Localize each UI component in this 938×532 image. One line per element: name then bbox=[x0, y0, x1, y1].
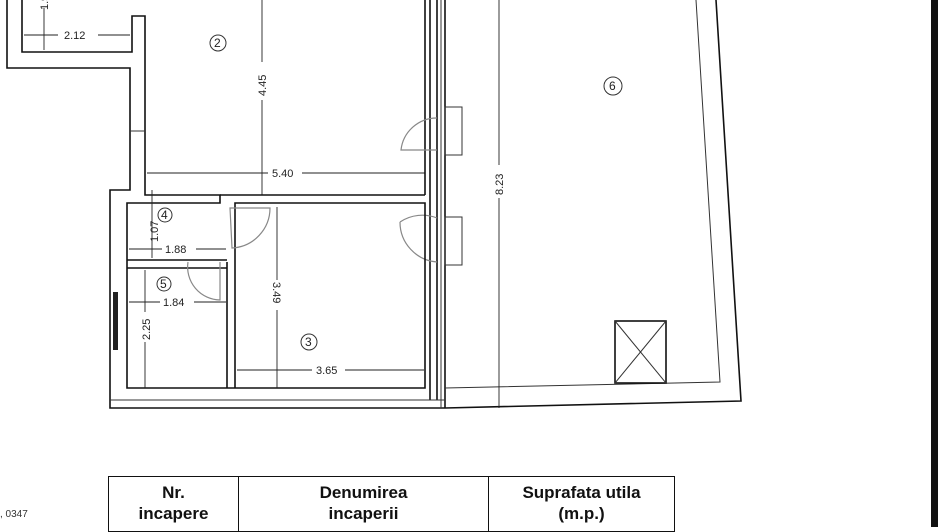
rooms-table: Nr. incapere Denumirea incaperii Suprafa… bbox=[108, 476, 675, 532]
dim-4-45: 4.45 bbox=[257, 75, 269, 96]
header-text: Suprafata utila bbox=[522, 483, 641, 502]
room-6-label: 6 bbox=[609, 79, 616, 93]
screen-edge bbox=[931, 0, 938, 527]
dim-5-40: 5.40 bbox=[272, 168, 293, 180]
pilaster-2 bbox=[444, 216, 463, 266]
header-area: Suprafata utila (m.p.) bbox=[489, 477, 674, 531]
wall-outer-annex bbox=[6, 0, 445, 409]
door-room4-swing[interactable] bbox=[229, 207, 271, 249]
pilaster-1 bbox=[444, 106, 463, 156]
room-5-marker bbox=[156, 276, 172, 292]
room-3-label: 3 bbox=[305, 335, 312, 349]
door-room2-swing[interactable] bbox=[400, 117, 438, 151]
header-text: Denumirea bbox=[319, 483, 408, 502]
wall-rooms-top bbox=[126, 190, 426, 389]
dim-2-25: 2.25 bbox=[141, 319, 153, 340]
header-text: incaperii bbox=[328, 504, 399, 523]
shaft-cross-2 bbox=[614, 320, 667, 384]
side-code: , 0347 bbox=[0, 509, 28, 520]
door-room5-swing[interactable] bbox=[187, 261, 221, 301]
dim-1-9: 1.9 bbox=[39, 0, 51, 10]
dim-8-23: 8.23 bbox=[494, 174, 506, 195]
dim-1-07: 1.07 bbox=[149, 221, 161, 242]
window-left bbox=[113, 292, 118, 350]
header-room-name: Denumirea incaperii bbox=[239, 477, 489, 531]
room-6-marker bbox=[603, 76, 623, 96]
room-4-marker bbox=[157, 207, 173, 223]
shaft-box bbox=[614, 320, 667, 384]
door-room3-swing[interactable] bbox=[399, 214, 438, 263]
dim-3-49: 3.49 bbox=[270, 282, 282, 303]
header-room-number: Nr. incapere bbox=[109, 477, 239, 531]
dim-3-65: 3.65 bbox=[316, 365, 337, 377]
room-6-inner bbox=[444, 0, 721, 389]
wall-inner-annex bbox=[21, 0, 146, 190]
dim-1-88: 1.88 bbox=[165, 244, 186, 256]
room-4-label: 4 bbox=[161, 208, 168, 222]
dim-2-12: 2.12 bbox=[64, 30, 85, 42]
room-3-marker bbox=[300, 333, 318, 351]
header-text: (m.p.) bbox=[558, 504, 605, 523]
dim-1-84: 1.84 bbox=[163, 297, 184, 309]
header-text: incapere bbox=[138, 504, 209, 523]
header-text: Nr. bbox=[162, 483, 185, 502]
room-6-outer bbox=[444, 0, 742, 409]
room-5-label: 5 bbox=[160, 277, 167, 291]
room-2-marker bbox=[209, 34, 227, 52]
room-2-label: 2 bbox=[214, 36, 221, 50]
